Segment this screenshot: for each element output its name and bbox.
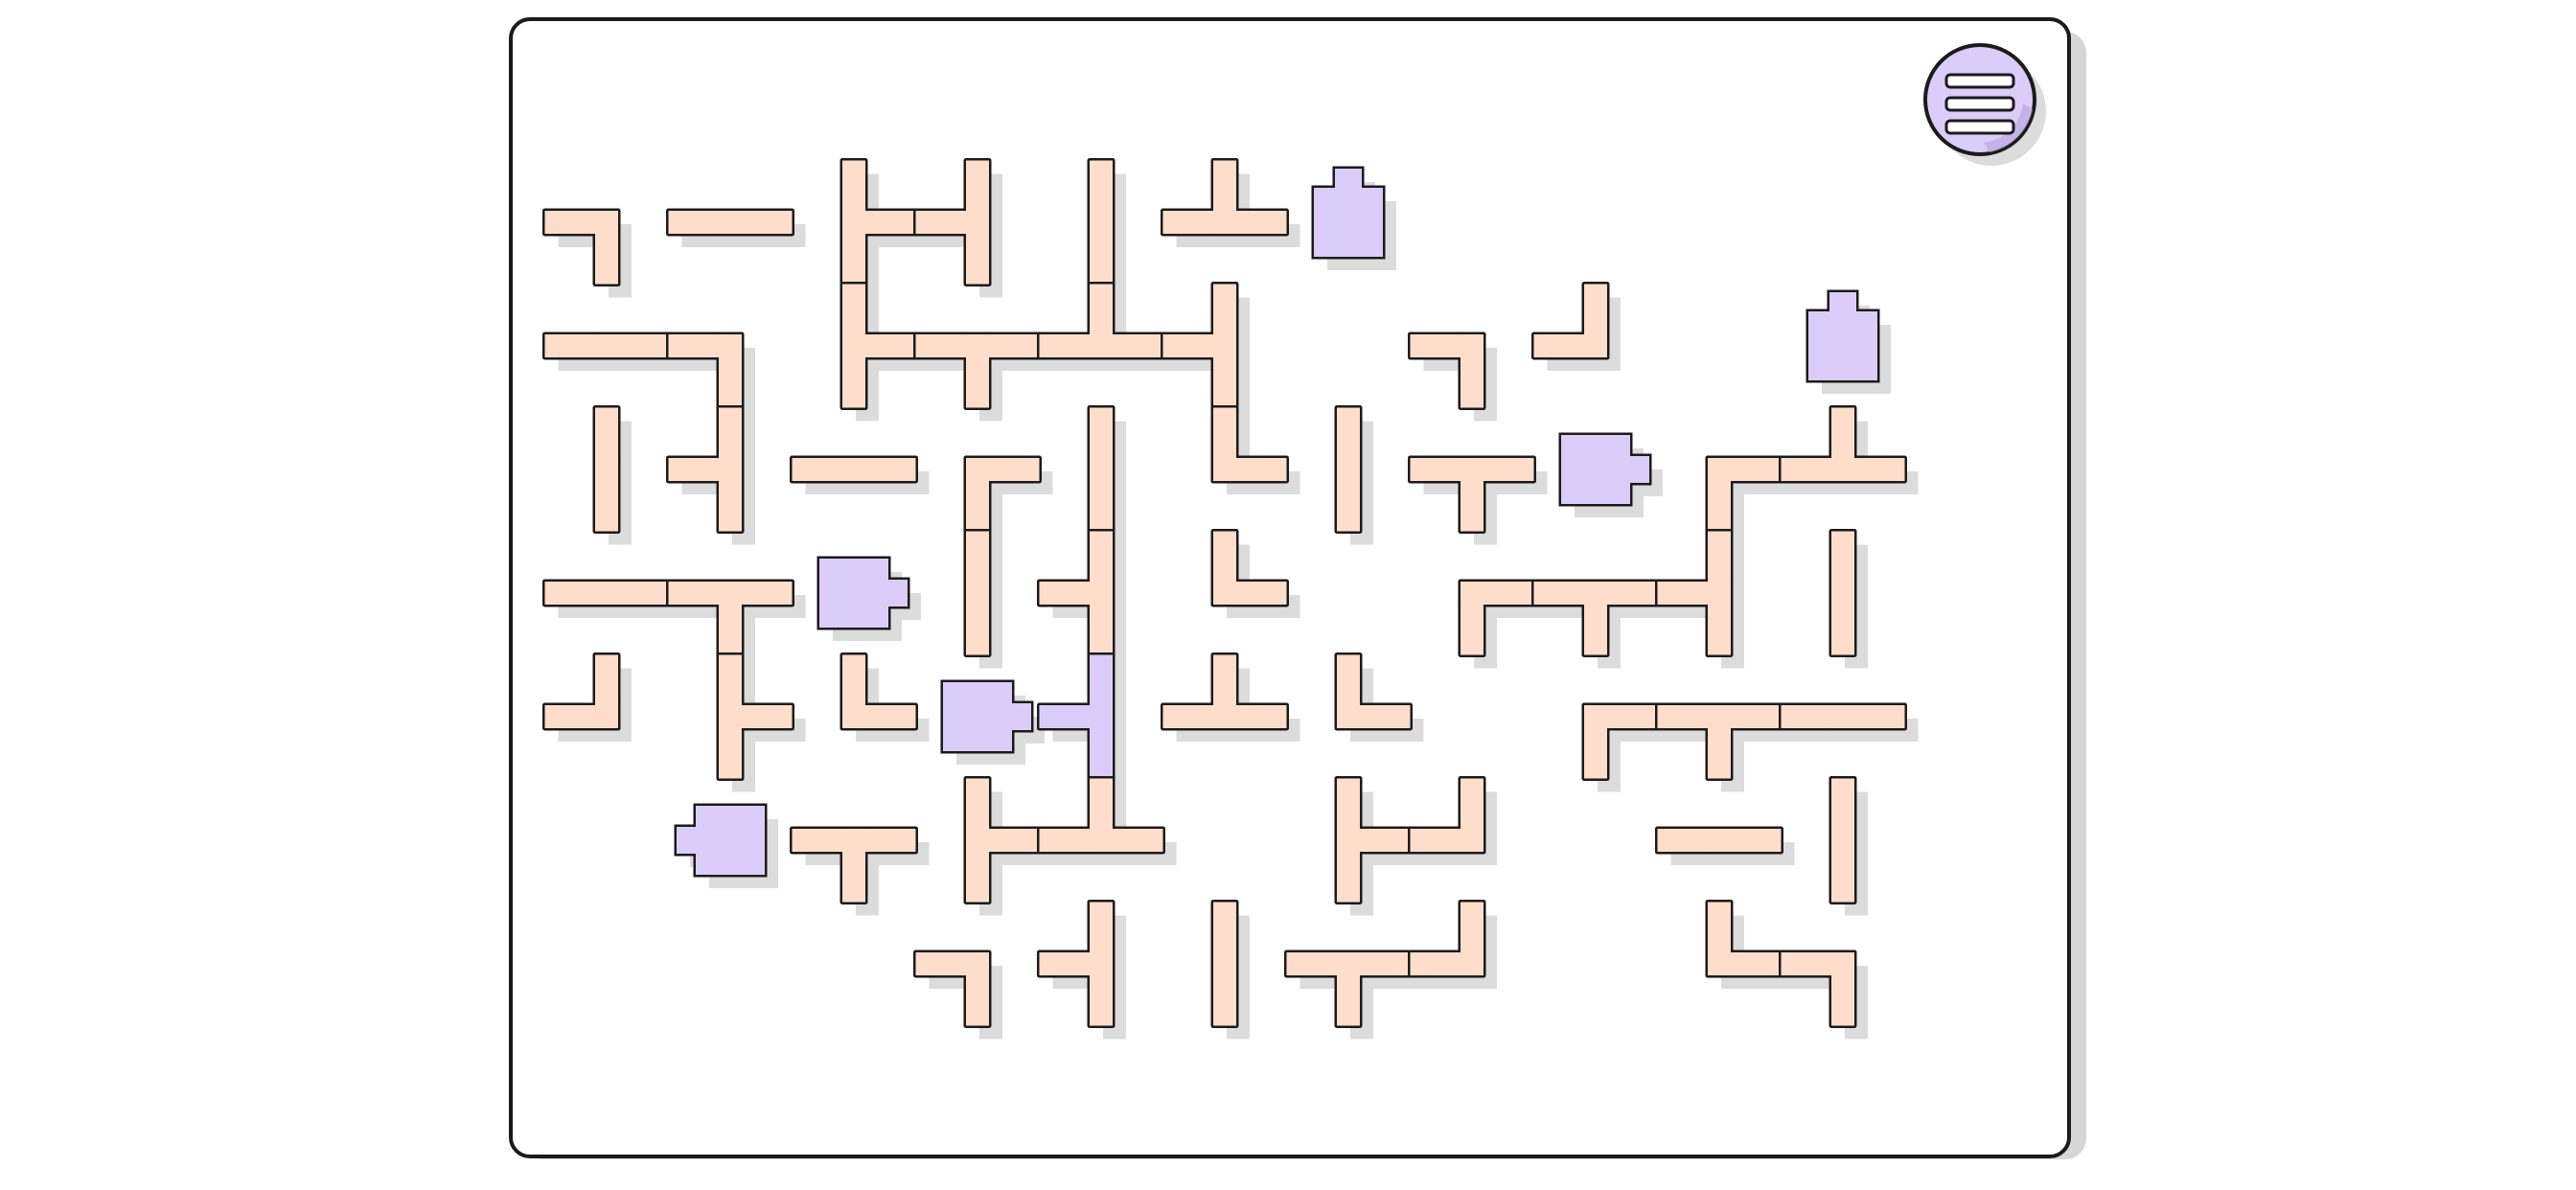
- pipe-tile-r4-c0[interactable]: [542, 652, 669, 779]
- pipe-tile-r4-c6[interactable]: [1287, 652, 1424, 779]
- source-tile-r5-c1[interactable]: [669, 779, 793, 903]
- pipe-tile-r2-c0[interactable]: [545, 405, 669, 545]
- pipe-tile-r1-c7[interactable]: [1408, 285, 1534, 422]
- board-panel: [509, 17, 2071, 1158]
- pipe-tile-r5-c4[interactable]: [1037, 776, 1177, 903]
- pipe-tile-r0-c2[interactable]: [793, 158, 930, 298]
- pipe-tile-r2-c9[interactable]: [1658, 408, 1795, 545]
- pipe-tile-r5-c7[interactable]: [1408, 776, 1534, 903]
- pipe-tile-r4-c5[interactable]: [1161, 652, 1300, 779]
- pipe-tile-r3-c7[interactable]: [1411, 532, 1548, 669]
- pipe-tile-r4-c2[interactable]: [793, 652, 930, 779]
- pipe-tile-r6-c7[interactable]: [1408, 900, 1534, 1026]
- pipe-tile-r5-c6[interactable]: [1287, 776, 1424, 916]
- pipe-tile-r5-c9[interactable]: [1655, 779, 1795, 903]
- pipe-tile-r3-c8[interactable]: [1531, 532, 1671, 669]
- pipe-tile-r2-c2[interactable]: [790, 408, 930, 532]
- pipe-tile-r6-c4[interactable]: [1037, 900, 1163, 1040]
- hamburger-menu-icon: [1944, 73, 2015, 135]
- pipe-tile-r4-c9[interactable]: [1655, 655, 1795, 792]
- pipe-tile-r4-c4[interactable]: [1037, 652, 1163, 792]
- pipe-tile-r0-c3[interactable]: [913, 158, 1040, 298]
- pipe-tile-r6-c3[interactable]: [913, 903, 1040, 1040]
- pipe-tile-r0-c0[interactable]: [542, 161, 669, 298]
- pipe-tile-r6-c9[interactable]: [1658, 900, 1795, 1026]
- pipe-tile-r3-c4[interactable]: [1037, 529, 1163, 669]
- source-tile-r3-c2[interactable]: [793, 532, 922, 655]
- pipe-tile-r3-c3[interactable]: [916, 529, 1040, 669]
- pipe-tile-r5-c3[interactable]: [916, 776, 1053, 916]
- source-tile-r4-c3[interactable]: [916, 655, 1046, 779]
- pipe-tile-r5-c10[interactable]: [1782, 776, 1905, 916]
- pipe-tile-r1-c2[interactable]: [793, 282, 930, 422]
- pipe-tile-r1-c3[interactable]: [913, 285, 1053, 422]
- source-tile-r1-c10[interactable]: [1782, 285, 1905, 408]
- pipe-tile-r2-c4[interactable]: [1040, 405, 1163, 545]
- pipe-tile-r2-c5[interactable]: [1163, 405, 1300, 532]
- pipe-tile-r0-c5[interactable]: [1161, 158, 1300, 285]
- pipe-tile-r2-c10[interactable]: [1779, 405, 1919, 532]
- source-tile-r2-c8[interactable]: [1534, 408, 1664, 532]
- pipe-tile-r2-c7[interactable]: [1408, 408, 1548, 545]
- pipe-tile-r6-c10[interactable]: [1779, 903, 1905, 1040]
- pipe-tile-r1-c0[interactable]: [542, 285, 682, 408]
- pipe-tile-r1-c1[interactable]: [666, 285, 793, 422]
- pipe-tile-r0-c1[interactable]: [666, 161, 806, 285]
- tile-grid: [542, 158, 1919, 1040]
- pipe-tile-r3-c0[interactable]: [542, 532, 682, 655]
- pipe-tile-r3-c1[interactable]: [666, 532, 806, 669]
- pipe-tile-r3-c9[interactable]: [1655, 529, 1782, 669]
- pipe-tile-r1-c5[interactable]: [1161, 282, 1287, 422]
- pipe-tile-r2-c1[interactable]: [666, 405, 793, 545]
- pipe-tile-r4-c10[interactable]: [1779, 655, 1919, 779]
- menu-button[interactable]: [1923, 43, 2046, 166]
- pipe-tile-r1-c8[interactable]: [1531, 282, 1658, 408]
- pipe-tile-r4-c1[interactable]: [669, 652, 806, 792]
- pipe-tile-r6-c6[interactable]: [1284, 903, 1424, 1040]
- pipe-tile-r2-c3[interactable]: [916, 408, 1053, 545]
- source-tile-r0-c6[interactable]: [1287, 161, 1411, 285]
- pipe-tile-r0-c4[interactable]: [1040, 158, 1163, 298]
- pipe-tile-r4-c8[interactable]: [1534, 655, 1671, 792]
- pipe-tile-r3-c10[interactable]: [1782, 529, 1905, 669]
- pipe-tile-r5-c2[interactable]: [790, 779, 930, 916]
- pipe-tile-r2-c6[interactable]: [1287, 405, 1411, 545]
- pipe-tile-r3-c5[interactable]: [1163, 529, 1300, 655]
- board-frame: [509, 17, 2086, 1159]
- pipe-tile-r1-c4[interactable]: [1037, 282, 1177, 408]
- pipe-tile-r6-c5[interactable]: [1163, 900, 1287, 1040]
